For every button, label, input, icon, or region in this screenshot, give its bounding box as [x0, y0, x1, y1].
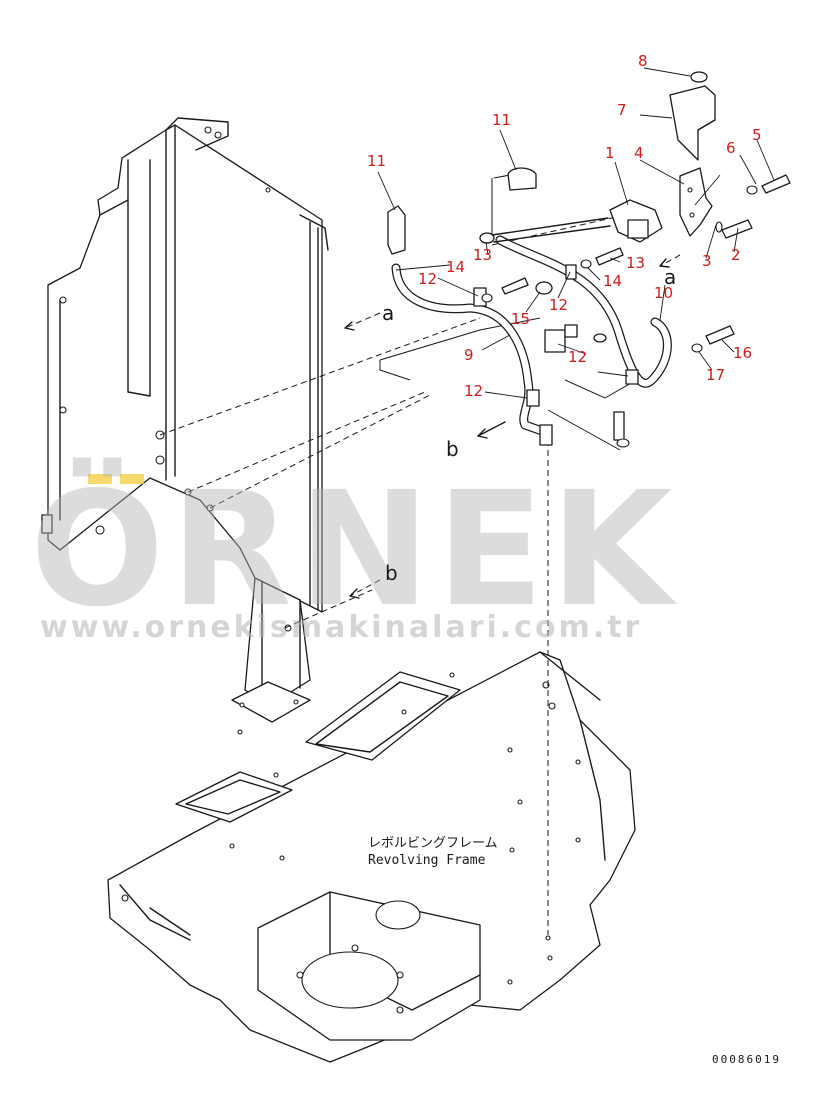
label-part-7: 7 [617, 101, 627, 119]
label-part-5: 5 [752, 126, 762, 144]
support-post [231, 577, 311, 723]
ref-b-harness: b [446, 437, 459, 461]
ref-a-panel: a [382, 301, 394, 325]
components [387, 71, 791, 448]
label-part-1: 1 [605, 144, 615, 162]
label-part-15: 15 [511, 310, 530, 328]
revolving-frame [107, 651, 636, 1063]
frame-label-jp: レボルビングフレーム [368, 836, 498, 851]
label-part-10: 10 [654, 284, 673, 302]
label-part-12-top: 12 [418, 270, 437, 288]
ref-a-bracket: a [664, 265, 676, 289]
drawing-code: 00086019 [712, 1053, 781, 1066]
watermark-accent-right [120, 474, 144, 484]
frame-label: レボルビングフレーム Revolving Frame [368, 836, 498, 868]
watermark: ÖRNEK www.ornekismakinalari.com.tr [30, 456, 679, 645]
label-part-11-left: 11 [367, 152, 386, 170]
label-part-2: 2 [731, 246, 741, 264]
label-part-9: 9 [464, 346, 474, 364]
wire-harness [391, 217, 672, 446]
label-part-14-right: 14 [603, 272, 622, 290]
watermark-brand: ÖRNEK [30, 456, 679, 642]
label-part-12-mid: 12 [549, 296, 568, 314]
label-part-8: 8 [638, 52, 648, 70]
frame-label-en: Revolving Frame [368, 853, 486, 868]
label-part-3: 3 [702, 252, 712, 270]
reference-letters: a a b b [382, 265, 676, 585]
label-part-4: 4 [634, 144, 644, 162]
label-part-12-connector: 12 [568, 348, 587, 366]
label-part-13-left: 13 [473, 246, 492, 264]
watermark-url: www.ornekismakinalari.com.tr [40, 610, 642, 645]
callout-numbers: 8 7 5 1 4 6 11 11 13 13 14 14 3 2 12 12 … [367, 52, 762, 400]
label-part-16: 16 [733, 344, 752, 362]
label-part-12-bottom: 12 [464, 382, 483, 400]
reference-arrows [344, 254, 681, 599]
label-part-6: 6 [726, 139, 736, 157]
label-part-17: 17 [706, 366, 725, 384]
watermark-accent-left [88, 474, 112, 484]
ref-b-post: b [385, 561, 398, 585]
label-part-14-left: 14 [446, 258, 465, 276]
assembly-guides [159, 174, 641, 935]
label-part-13-right: 13 [626, 254, 645, 272]
label-part-11-right: 11 [492, 111, 511, 129]
side-panel [41, 117, 329, 613]
callout-leaders [377, 67, 775, 399]
